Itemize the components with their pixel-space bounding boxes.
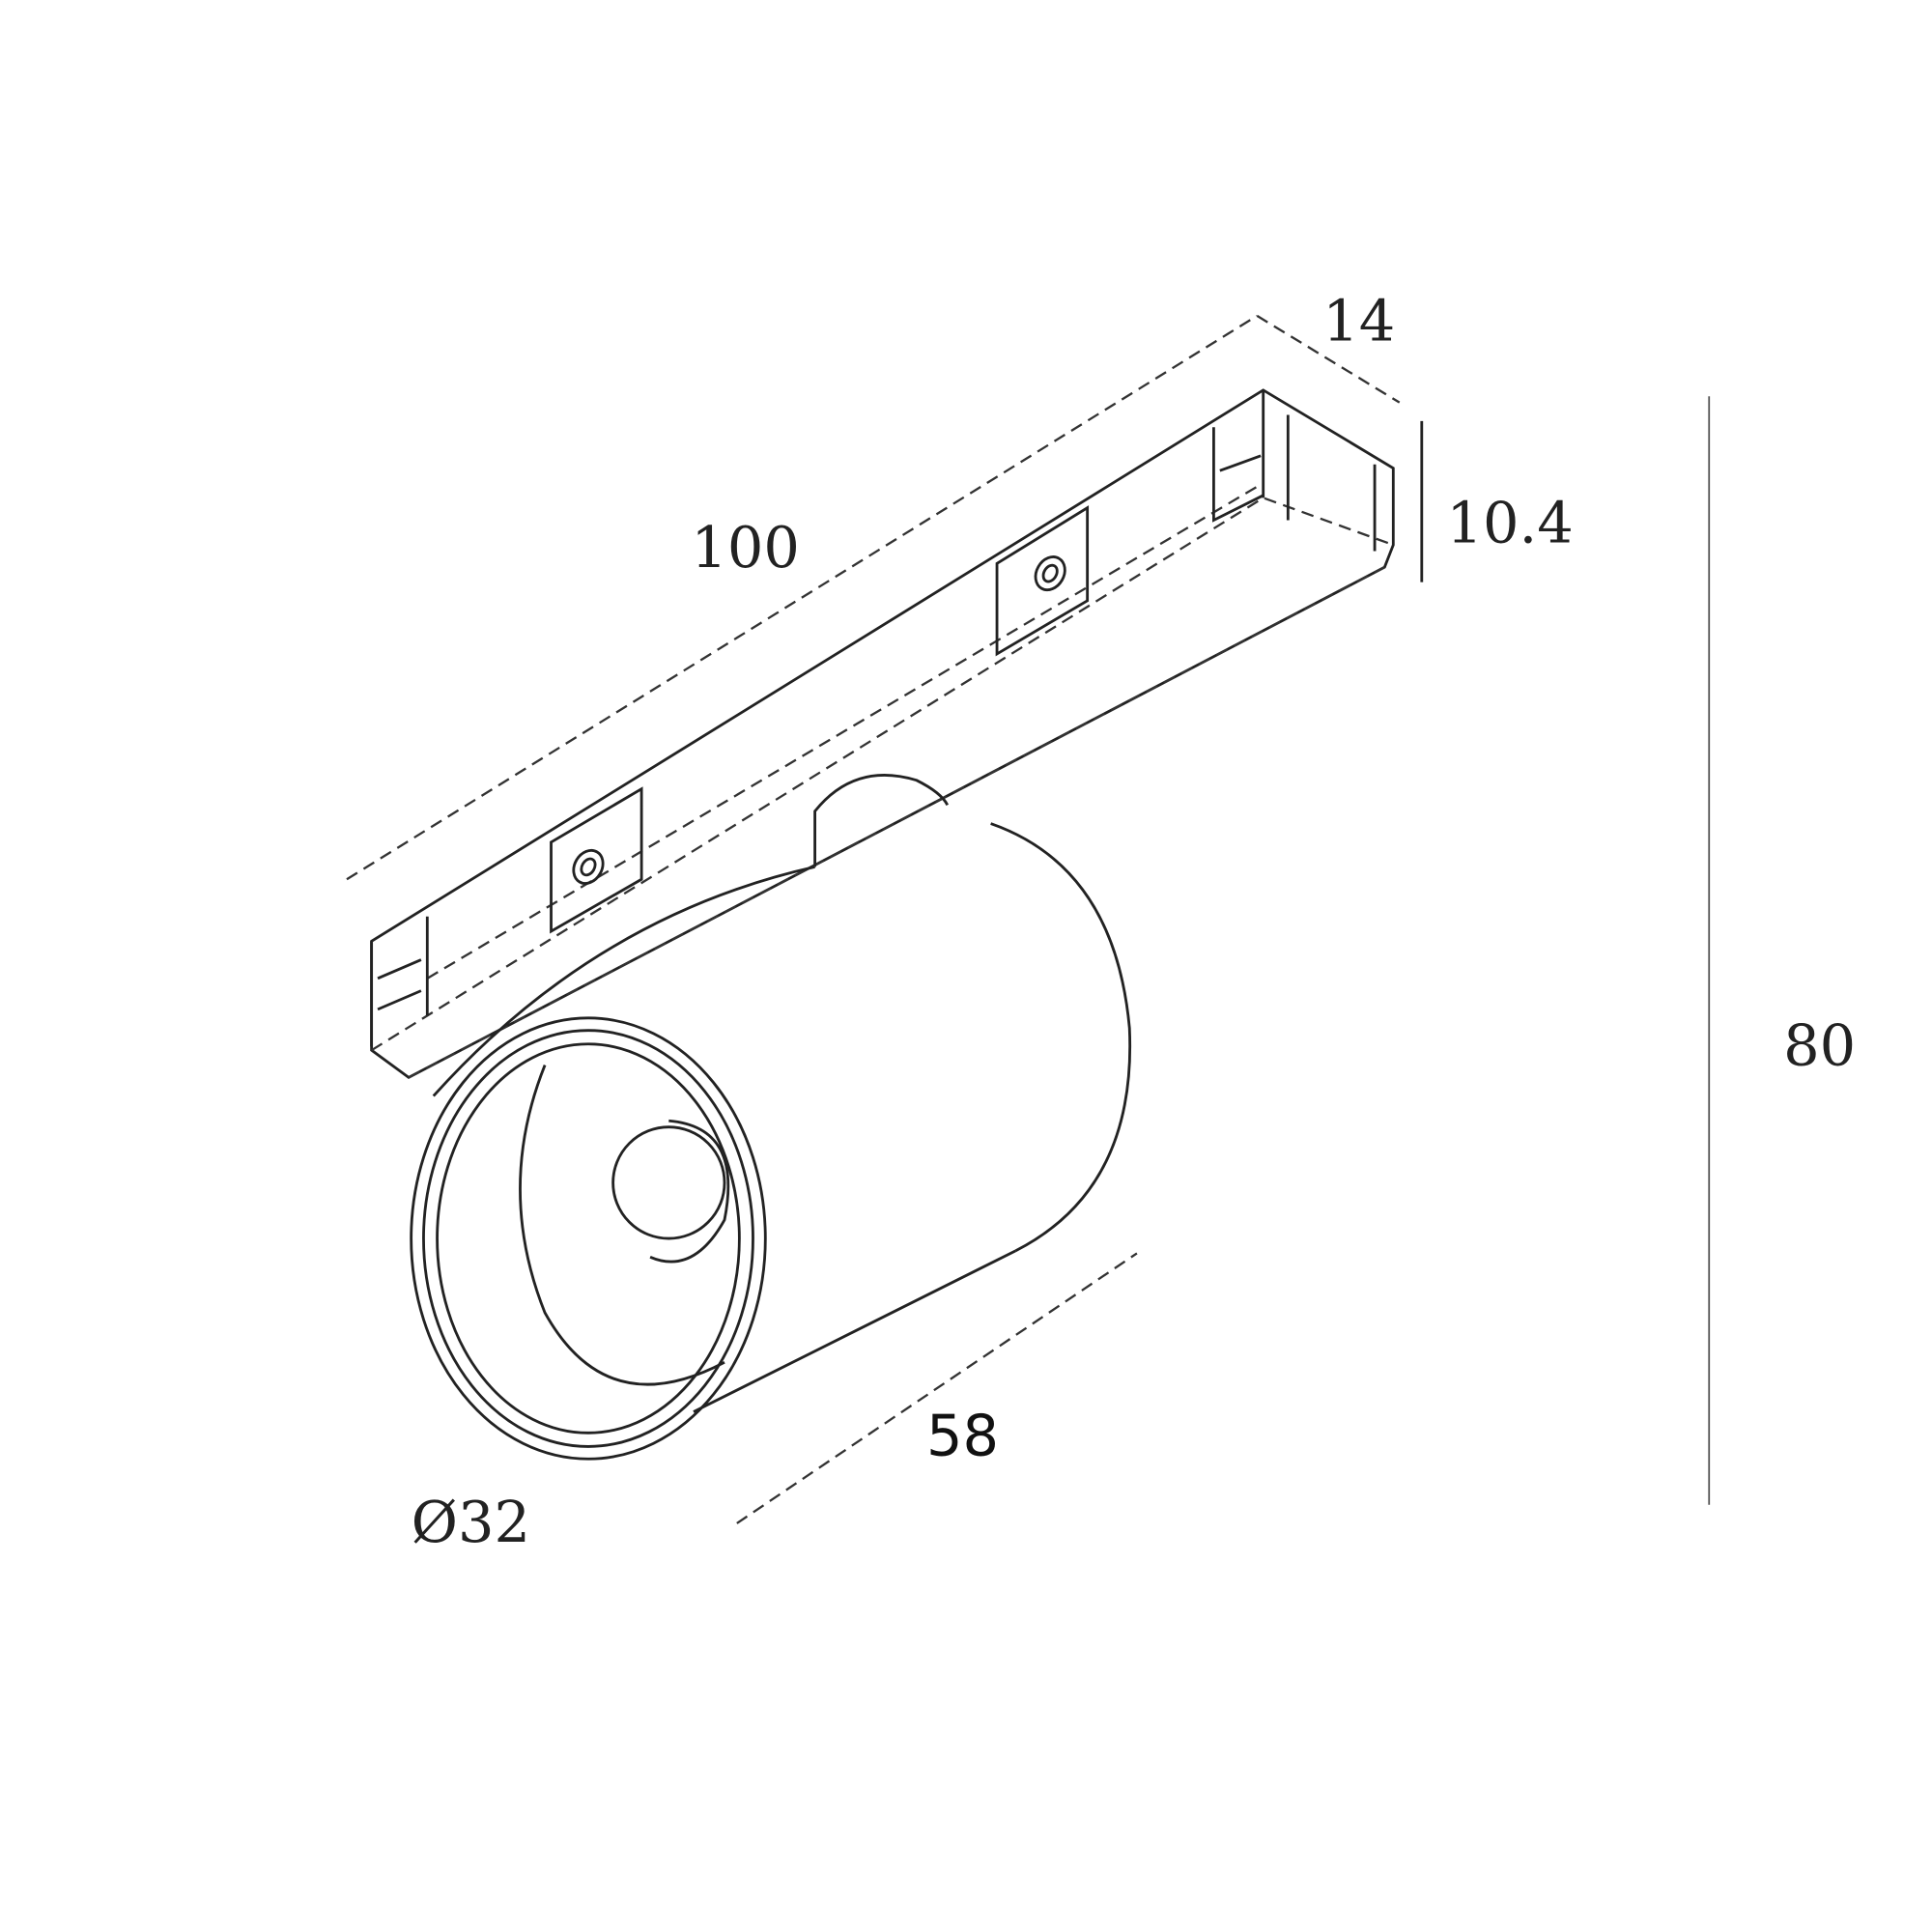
dimension-line-length	[346, 314, 1258, 881]
label-rail-width: 14	[1322, 288, 1395, 355]
mounting-plate-right	[995, 505, 1090, 657]
mounting-plate-left	[550, 786, 643, 934]
label-head-length: 58	[926, 1402, 999, 1468]
dimension-line-head-length	[736, 1252, 1138, 1524]
label-rail-height: 10.4	[1446, 490, 1573, 556]
label-head-diameter: Ø32	[412, 1489, 530, 1555]
lens	[611, 1125, 726, 1240]
label-total-height: 80	[1783, 1012, 1856, 1079]
dimension-line-width	[1256, 314, 1401, 404]
label-rail-length: 100	[691, 514, 800, 581]
track-rail	[370, 388, 1395, 1080]
spotlight-head	[410, 774, 1132, 1461]
